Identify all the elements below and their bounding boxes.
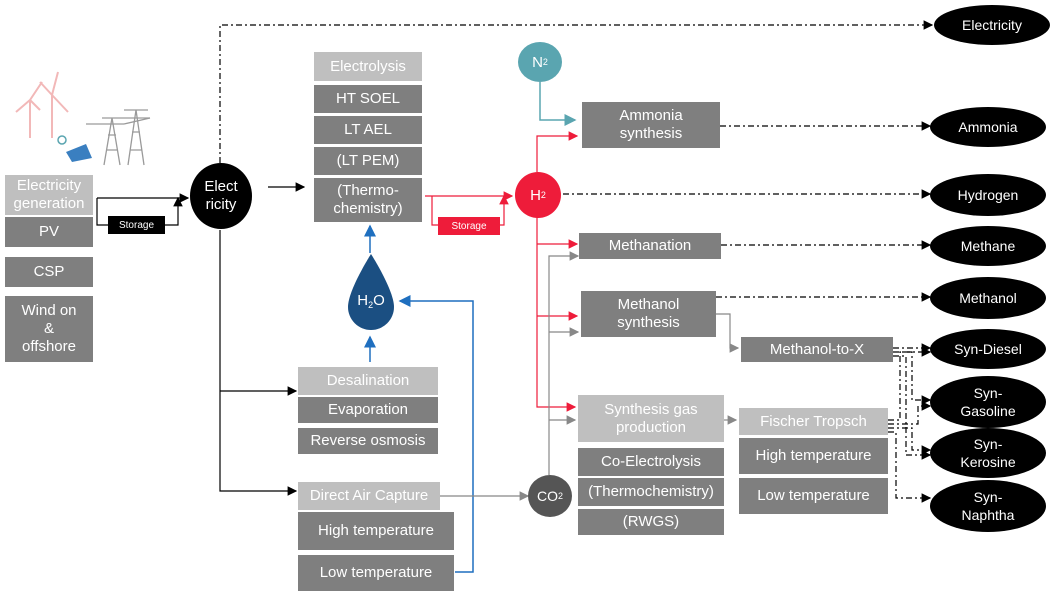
product-ammonia: Ammonia: [930, 107, 1046, 147]
electrolysis-item-thermochemistry: (Thermo-chemistry): [314, 178, 422, 222]
product-methanol: Methanol: [930, 277, 1046, 319]
electrolysis-item-ht-soel: HT SOEL: [314, 85, 422, 113]
dac-header: Direct Air Capture: [298, 482, 440, 510]
electricity-node: Elect ricity: [190, 163, 252, 229]
synthesis-gas-item-co-electrolysis: Co-Electrolysis: [578, 448, 724, 476]
electrolysis-header: Electrolysis: [314, 52, 422, 81]
water-drop-icon: H2O: [346, 252, 396, 334]
generation-item-wind: Wind on & offshore: [5, 296, 93, 362]
methanol-to-x-box: Methanol-to-X: [741, 337, 893, 362]
synthesis-gas-header: Synthesis gas production: [578, 395, 724, 442]
wind-turbine-icon: [15, 71, 69, 138]
product-syn-diesel: Syn-Diesel: [930, 329, 1046, 369]
methanol-synthesis-box: Methanol synthesis: [581, 291, 716, 337]
power-pylon-icon: [86, 109, 151, 166]
methanation-box: Methanation: [579, 233, 721, 259]
electrolysis-item-lt-pem: (LT PEM): [314, 147, 422, 175]
fischer-tropsch-item-high-temp: High temperature: [739, 438, 888, 474]
generation-item-csp: CSP: [5, 257, 93, 287]
product-syn-kerosine: Syn-Kerosine: [930, 428, 1046, 478]
fischer-tropsch-header: Fischer Tropsch: [739, 408, 888, 435]
product-electricity: Electricity: [934, 5, 1050, 45]
water-label: H2O: [357, 292, 385, 310]
product-syn-gasoline: Syn-Gasoline: [930, 376, 1046, 428]
generation-item-pv: PV: [5, 217, 93, 247]
storage-hydrogen: Storage: [438, 217, 500, 235]
generation-header: Electricity generation: [5, 175, 93, 215]
storage-electricity: Storage: [108, 216, 165, 234]
synthesis-gas-item-thermochemistry: (Thermochemistry): [578, 478, 724, 506]
product-hydrogen: Hydrogen: [930, 174, 1046, 216]
synthesis-gas-item-rwgs: (RWGS): [578, 509, 724, 535]
desalination-item-reverse-osmosis: Reverse osmosis: [298, 428, 438, 454]
dac-item-low-temp: Low temperature: [298, 555, 454, 591]
fischer-tropsch-item-low-temp: Low temperature: [739, 478, 888, 514]
dac-item-high-temp: High temperature: [298, 512, 454, 550]
product-syn-naphtha: Syn-Naphtha: [930, 480, 1046, 532]
solar-panel-icon: [57, 135, 92, 162]
desalination-item-evaporation: Evaporation: [298, 397, 438, 423]
desalination-header: Desalination: [298, 367, 438, 395]
product-methane: Methane: [930, 226, 1046, 266]
ammonia-synthesis-box: Ammonia synthesis: [582, 102, 720, 148]
electrolysis-item-lt-ael: LT AEL: [314, 116, 422, 144]
